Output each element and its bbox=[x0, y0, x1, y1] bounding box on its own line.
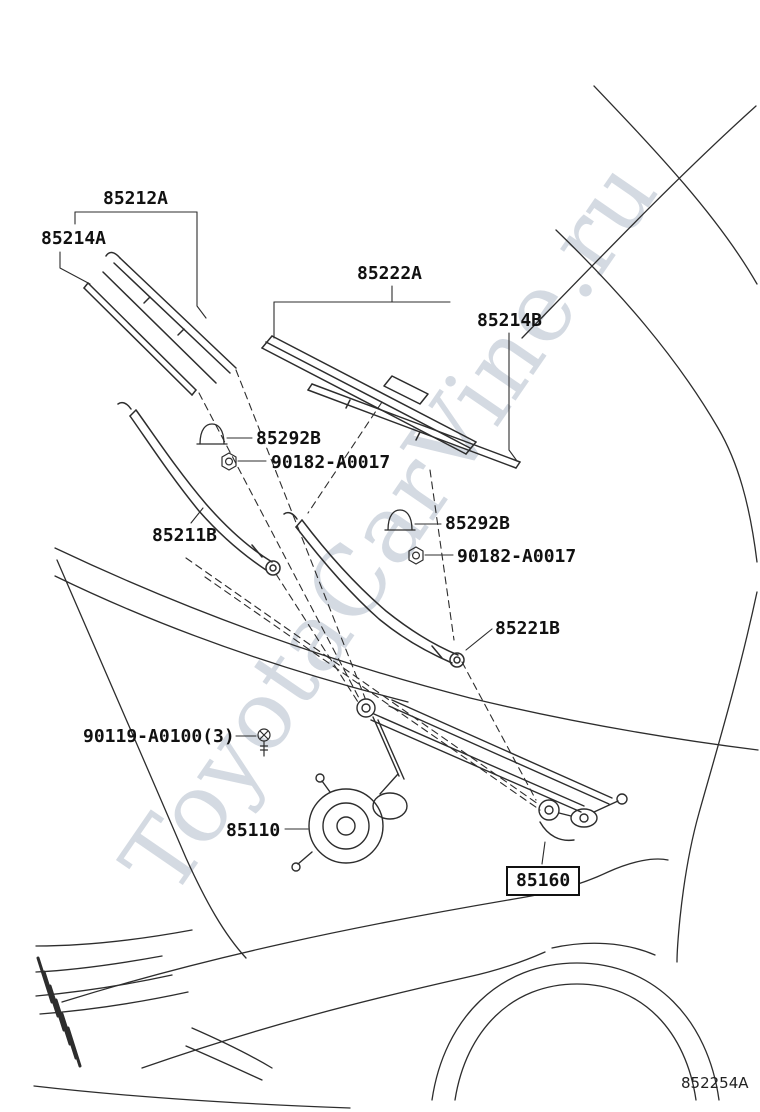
part-label-85110[interactable]: 85110 bbox=[226, 820, 281, 841]
wiper-motor-drawing bbox=[284, 773, 408, 872]
label-bracket-85212a bbox=[59, 211, 207, 319]
pivot-nut-rh-drawing bbox=[408, 546, 454, 565]
wiper-blade-rh-drawing bbox=[261, 335, 521, 469]
car-body-topright-outline bbox=[521, 85, 758, 563]
mount-bolt-drawing bbox=[235, 728, 271, 757]
wiper-blade-lh-drawing bbox=[83, 251, 237, 396]
pivot-cap-lh-drawing bbox=[196, 423, 253, 445]
part-label-85292b-rear[interactable]: 85292B bbox=[445, 513, 511, 534]
part-label-85212a[interactable]: 85212A bbox=[103, 188, 169, 209]
part-label-85214b[interactable]: 85214B bbox=[477, 310, 543, 331]
part-label-90182-a0017-rear[interactable]: 90182-A0017 bbox=[457, 546, 577, 567]
wiper-linkage-drawing bbox=[356, 698, 628, 865]
part-label-85160-highlighted[interactable]: 85160 bbox=[506, 866, 581, 896]
assembly-dashed-lines bbox=[185, 369, 541, 811]
drawing-number: 852254A bbox=[681, 1074, 749, 1092]
pivot-cap-rh-drawing bbox=[384, 509, 442, 531]
wiper-arm-rh-drawing bbox=[283, 511, 493, 668]
grille-hatch-shading bbox=[36, 956, 82, 1068]
car-body-bottom-outline bbox=[33, 591, 758, 1109]
part-label-85160-text: 85160 bbox=[516, 870, 571, 891]
part-label-90119-a0100[interactable]: 90119-A0100(3) bbox=[83, 726, 235, 747]
pivot-nut-lh-drawing bbox=[221, 452, 267, 471]
part-label-85221b[interactable]: 85221B bbox=[495, 618, 561, 639]
label-bracket-85222a bbox=[273, 285, 518, 462]
car-cowl-lines bbox=[54, 547, 759, 959]
part-label-85222a[interactable]: 85222A bbox=[357, 263, 423, 284]
part-label-85292b-front[interactable]: 85292B bbox=[256, 428, 322, 449]
wiper-arm-lh-drawing bbox=[117, 401, 281, 576]
part-label-85211b[interactable]: 85211B bbox=[152, 525, 218, 546]
part-label-85214a[interactable]: 85214A bbox=[41, 228, 107, 249]
part-label-90182-a0017-front[interactable]: 90182-A0017 bbox=[271, 452, 391, 473]
